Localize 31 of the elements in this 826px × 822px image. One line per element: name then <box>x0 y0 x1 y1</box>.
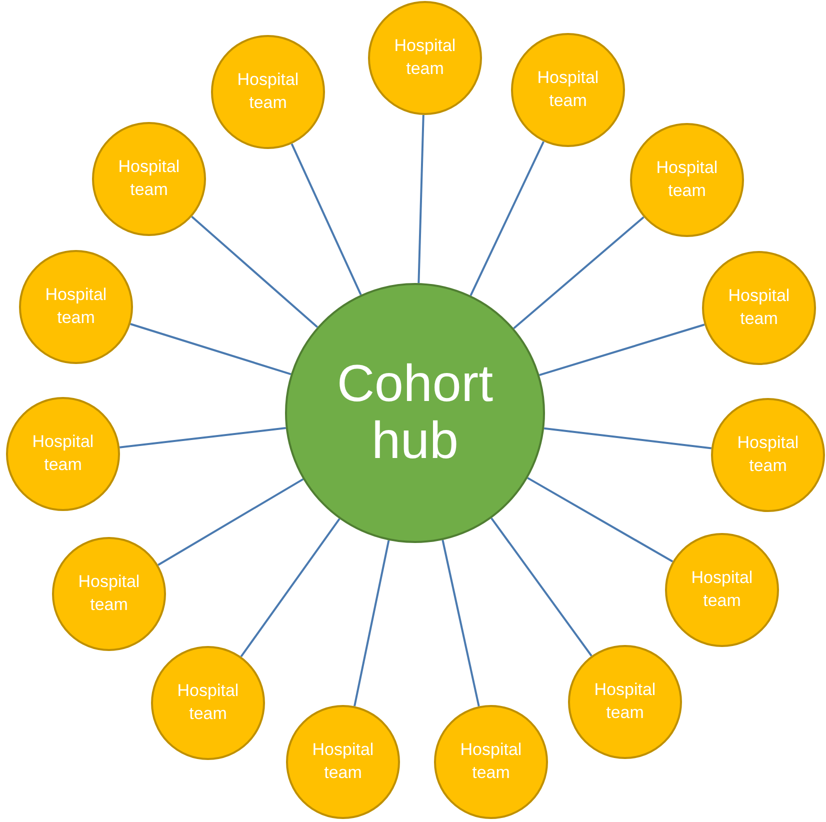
node-label: Cohort hub <box>336 356 494 470</box>
connector-line <box>490 518 592 656</box>
node-label: Hospital team <box>311 739 375 784</box>
connector-line <box>290 143 362 296</box>
node-label: Hospital team <box>44 284 108 329</box>
connector-line <box>527 477 674 562</box>
node-label: Hospital team <box>655 157 719 202</box>
connector-line <box>191 216 318 328</box>
connector-line <box>240 518 340 658</box>
node-label: Hospital team <box>176 680 240 725</box>
connector-line <box>470 141 544 296</box>
node-label: Hospital team <box>236 69 300 114</box>
node-label: Hospital team <box>727 285 791 330</box>
node-label: Hospital team <box>593 679 657 724</box>
node-label: Hospital team <box>117 156 181 201</box>
node-label: Hospital team <box>31 431 95 476</box>
node-label: Hospital team <box>690 567 754 612</box>
node-label: Hospital team <box>459 739 523 784</box>
node-label: Hospital team <box>77 571 141 616</box>
connector-line <box>544 427 712 450</box>
connector-line <box>120 427 286 448</box>
connector-line <box>130 323 292 376</box>
connector-line <box>539 324 705 376</box>
connector-line <box>442 540 480 707</box>
node-label: Hospital team <box>536 67 600 112</box>
connector-line <box>418 114 424 284</box>
node-label: Hospital team <box>736 432 800 477</box>
node-label: Hospital team <box>393 35 457 80</box>
connector-line <box>513 216 644 330</box>
connector-line <box>158 478 304 566</box>
connector-line <box>354 540 390 706</box>
